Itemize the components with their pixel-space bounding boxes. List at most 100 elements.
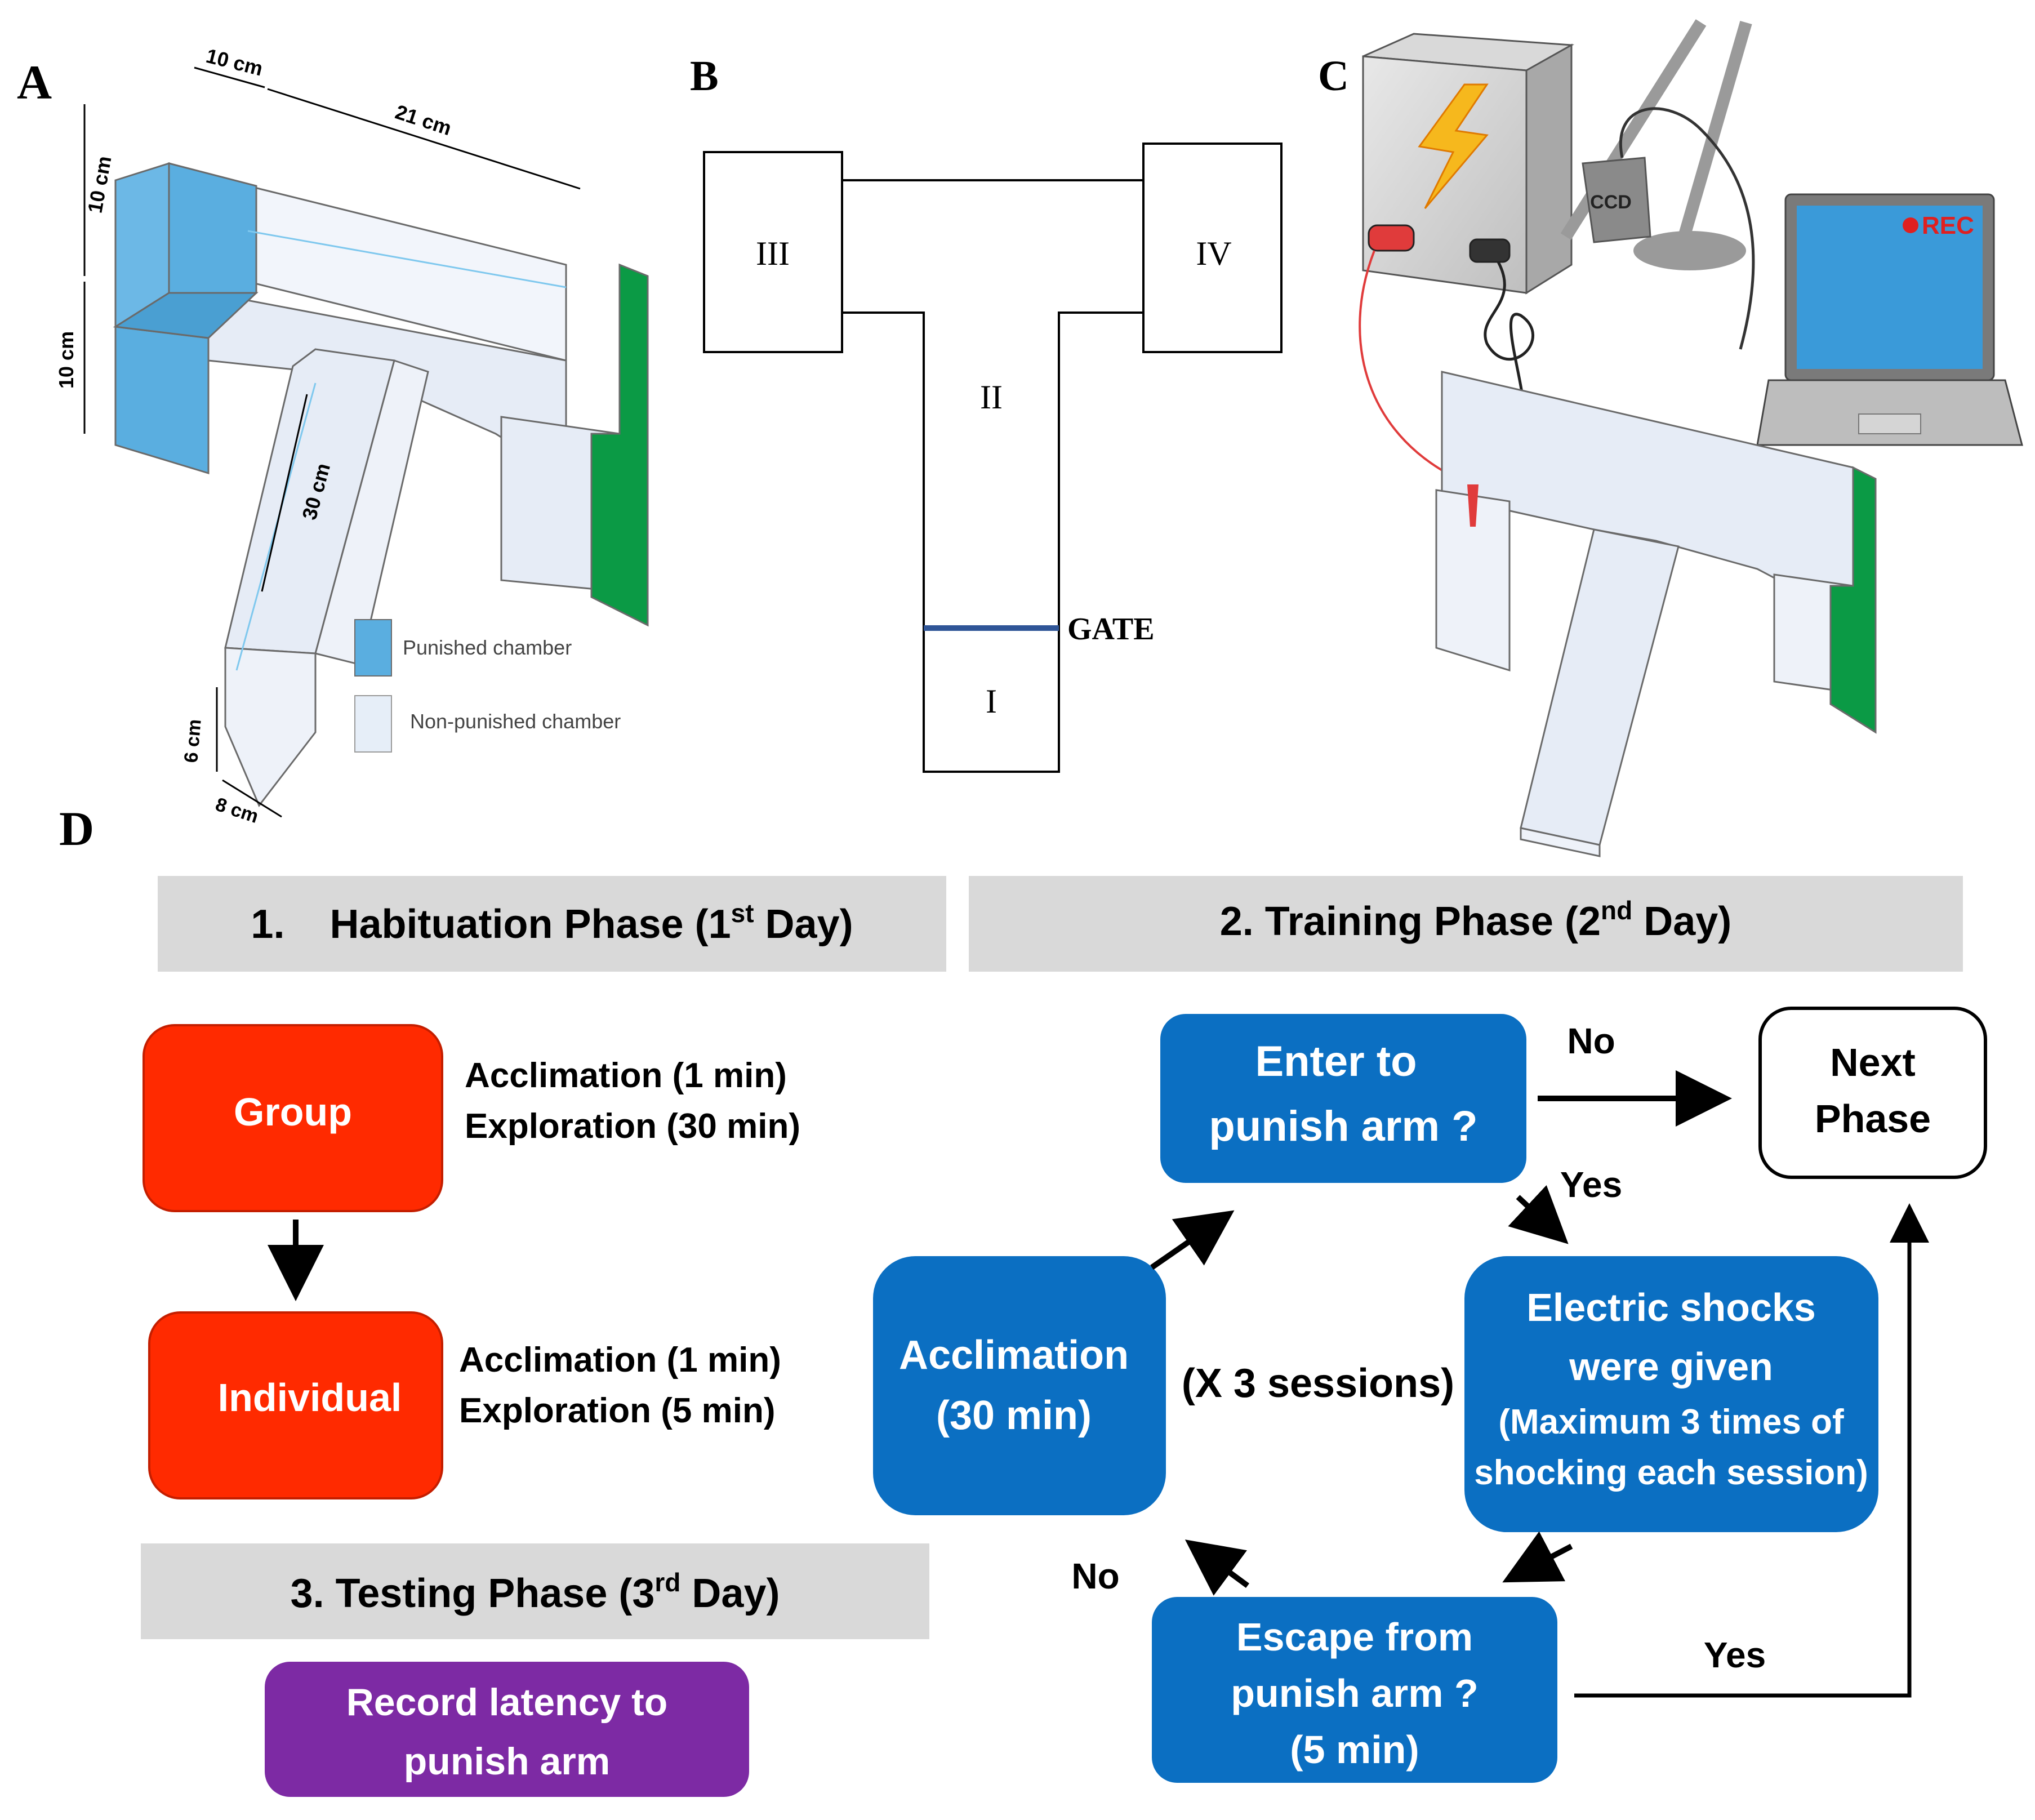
habituation-header-suffix: Day) <box>754 902 853 947</box>
c-left-chamber <box>1435 489 1511 672</box>
habituation-header-sup: st <box>731 898 754 928</box>
enter-punish-arm-line-1: Enter to <box>1255 1038 1417 1085</box>
laptop-icon <box>1756 193 2023 446</box>
arrow-escape-to-acclimation <box>1185 1539 1249 1596</box>
zone-ii-label: II <box>980 379 1003 416</box>
legend-label-punished: Punished chamber <box>403 636 572 659</box>
ccd-label: CCD <box>1590 192 1632 213</box>
enter-punish-arm-box <box>1160 1014 1526 1183</box>
c-stem-end <box>1520 827 1601 857</box>
acclimation-box <box>873 1256 1166 1515</box>
black-electrode-wire <box>1484 261 1534 406</box>
stand-pole-2 <box>1678 20 1752 239</box>
dim-line-bottom-width <box>222 779 282 818</box>
individual-note-exploration: Exploration (5 min) <box>459 1391 775 1430</box>
edge-label-escape-no: No <box>1071 1556 1119 1596</box>
individual-box-label: Individual <box>218 1376 402 1419</box>
rec-label: REC <box>1922 212 1974 239</box>
c-green-end <box>1829 466 1877 734</box>
individual-box <box>148 1311 443 1499</box>
habituation-header: 1. Habituation Phase (1st Day) <box>251 898 853 947</box>
escape-punish-arm-line-3: (5 min) <box>1290 1728 1419 1772</box>
electric-shocks-line-3: (Maximum 3 times of <box>1498 1403 1844 1441</box>
electric-shocks-line-1: Electric shocks <box>1526 1285 1816 1329</box>
camera-cable <box>1619 107 1755 350</box>
record-latency-line-1: Record latency to <box>346 1681 668 1724</box>
red-electrode-tip <box>1467 484 1479 527</box>
zone-iv-label: IV <box>1196 235 1231 272</box>
ccd-camera-icon <box>1582 157 1651 243</box>
arrow-enter-to-shock <box>1508 1185 1569 1244</box>
stem-end-wall <box>224 647 317 807</box>
electric-shocks-box <box>1464 1256 1878 1532</box>
laptop-keyboard <box>1756 379 2023 446</box>
acclimation-line-1: Acclimation <box>899 1333 1129 1378</box>
next-phase-line-2: Phase <box>1815 1097 1931 1141</box>
next-phase-line-1: Next <box>1830 1040 1916 1084</box>
punished-chamber-inner <box>113 292 259 339</box>
panel-label-c: C <box>1318 52 1349 100</box>
legend-label-non-punished: Non-punished chamber <box>410 710 621 733</box>
training-header-suffix: Day) <box>1632 899 1731 944</box>
escape-punish-arm-line-2: punish arm ? <box>1231 1671 1478 1715</box>
terminal-positive-icon <box>1368 224 1415 252</box>
testing-header-prefix: 3. Testing Phase (3 <box>291 1571 655 1616</box>
flow-arrows <box>1150 1070 1929 1698</box>
testing-header-sup: rd <box>654 1568 680 1597</box>
sessions-label: (X 3 sessions) <box>1182 1361 1454 1406</box>
training-header: 2. Training Phase (2nd Day) <box>1220 896 1732 944</box>
laptop-touchpad <box>1858 413 1921 434</box>
tmaze-schematic-b <box>703 143 1283 773</box>
c-stem <box>1520 528 1680 846</box>
group-box-label: Group <box>234 1090 352 1134</box>
punished-chamber-front <box>114 326 210 475</box>
electric-shocks-line-4: shocking each session) <box>1474 1453 1868 1492</box>
habituation-header-bar <box>158 876 946 972</box>
legend-swatch-punished <box>354 619 392 677</box>
group-note-acclimation: Acclimation (1 min) <box>465 1056 787 1095</box>
training-header-sup: nd <box>1601 896 1632 925</box>
group-box <box>143 1024 443 1212</box>
maze-outline <box>842 179 1143 773</box>
legend-swatch-non-punished <box>354 695 392 753</box>
dim-line-stem <box>261 394 308 592</box>
punished-chamber-top <box>168 162 257 294</box>
zone-iv-box <box>1142 143 1283 353</box>
testing-header: 3. Testing Phase (3rd Day) <box>291 1568 780 1616</box>
enter-punish-arm-line-2: punish arm ? <box>1209 1102 1477 1150</box>
electric-shocks-line-2: were given <box>1569 1345 1773 1389</box>
tmaze-3d-a <box>113 162 649 807</box>
escape-punish-arm-box <box>1152 1597 1557 1783</box>
panel-label-a: A <box>17 55 52 109</box>
edge-label-escape-yes: Yes <box>1704 1635 1766 1675</box>
laptop-screen <box>1797 206 1983 369</box>
testing-header-suffix: Day) <box>680 1571 780 1616</box>
edge-label-enter-no: No <box>1567 1021 1615 1061</box>
panel-label-b: B <box>690 52 719 100</box>
water-line <box>247 230 567 288</box>
training-header-prefix: 2. Training Phase (2 <box>1220 899 1601 944</box>
arrow-shock-to-escape <box>1502 1531 1573 1583</box>
dim-top-width: 10 cm <box>204 44 265 80</box>
stand-base <box>1633 231 1746 270</box>
habituation-header-prefix: 1. Habituation Phase (1 <box>251 902 731 947</box>
individual-note-acclimation: Acclimation (1 min) <box>459 1341 781 1380</box>
dim-line-top-length <box>267 88 581 190</box>
dim-top-length: 21 cm <box>393 100 455 140</box>
dim-bottom-height: 6 cm <box>180 718 206 764</box>
edge-label-enter-yes: Yes <box>1560 1164 1622 1205</box>
next-phase-box <box>1758 1007 1987 1179</box>
tmaze-3d-c <box>1435 371 1877 857</box>
stimulator-side <box>1525 43 1573 295</box>
rec-dot-icon <box>1903 217 1918 233</box>
zone-iii-label: III <box>756 235 790 272</box>
training-header-bar <box>969 876 1963 972</box>
lightning-icon <box>1418 83 1489 209</box>
group-note-exploration: Exploration (30 min) <box>465 1107 800 1146</box>
shock-stimulator <box>1362 33 1575 295</box>
dim-left-height-bottom: 10 cm <box>55 331 78 389</box>
record-latency-box <box>265 1662 749 1797</box>
camera-stand <box>1560 19 1755 350</box>
right-chamber-end <box>590 263 649 627</box>
